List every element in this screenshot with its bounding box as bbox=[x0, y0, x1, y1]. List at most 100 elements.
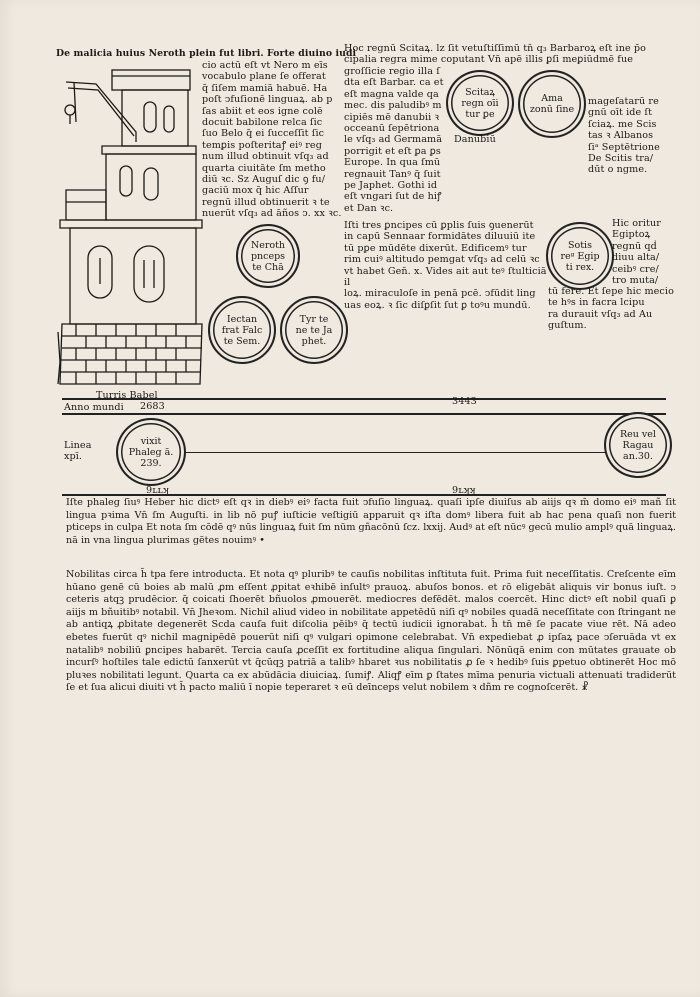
text-line: le vſq₃ ad Germamā bbox=[344, 134, 443, 146]
text-line: cipiēs mē danubii ꝛ bbox=[344, 111, 440, 123]
column-scitia-header: Hoc regnū Scitaꝝ. lz ſit vetuſtiſſimū tn… bbox=[344, 43, 684, 66]
nobilitas-paragraph: Nobilitas circa h̄ tpa fere introducta. … bbox=[66, 569, 676, 694]
medallion-line: Neroth bbox=[250, 239, 286, 251]
text-line: regnauit Tanꝰ q̄ ſuit bbox=[344, 168, 441, 180]
text-line: gaciū mox q̄ hic Aſſur bbox=[202, 185, 309, 197]
medallion-line: Tyr te bbox=[299, 313, 329, 325]
text-line: cio actū eſt vt Nero m eīs bbox=[202, 60, 328, 71]
text-line: mec. dis paludibꝰ m bbox=[344, 100, 442, 112]
text-line: tas ꝛ Albanos bbox=[588, 130, 654, 142]
medallion-line: te Chā bbox=[252, 261, 284, 273]
text-line: ſiᵃ Septētrione bbox=[588, 141, 660, 153]
text-line: in capū Sennaar formidātes diluuiū ite bbox=[344, 231, 536, 243]
danubius-label: Danubiū bbox=[454, 134, 496, 145]
medallion-line: Iectan bbox=[226, 313, 258, 325]
text-line: temꝑis poſteritaꝭ eiꝰ reg bbox=[202, 139, 322, 151]
text-line: ra durauit vſq₃ ad Au bbox=[548, 308, 653, 320]
text-line: cipalia regra mime coputant Vn̄ apē illi… bbox=[344, 54, 634, 66]
text-line: num illud obtinuit vſq₃ ad bbox=[202, 151, 329, 163]
text-line: regnū qḋ bbox=[612, 240, 657, 252]
text-line: regnū illud obtinuerit ꝛ te bbox=[202, 196, 330, 208]
column-egipt-text: Hic oritur Egiptoꝝ regnū qḋ diuu alta/ c… bbox=[612, 218, 692, 286]
medallion-line: Reu vel bbox=[620, 428, 656, 440]
text-line: porrigit et eſt ꝑa ꝑs bbox=[344, 145, 441, 157]
anno-mundi-label: Anno mundi bbox=[64, 402, 124, 413]
text-line: occeanū ſepētriona bbox=[344, 123, 440, 135]
text-line: rim cuiꝰ altitudo pemgat vſq₃ ad celū ꝛc bbox=[344, 254, 540, 266]
text-line: ſciaꝝ. me Scis bbox=[588, 118, 657, 130]
column-amazon-text: mageſatarū re gnū oīt ide ſt ſciaꝝ. me S… bbox=[588, 96, 688, 176]
text-line: vocabulo plane ſe offerat bbox=[202, 71, 326, 83]
text-line: gnū oīt ide ſt bbox=[588, 107, 653, 119]
column-three-princes-text: Iſti tres ꝑncipes cū ꝑplis ſuis ꝯuenerūt… bbox=[344, 220, 549, 311]
text-line: Hoc regnū Scitaꝝ. lz ſit vetuſtiſſimū tn… bbox=[344, 43, 647, 54]
medallion-line: vixit bbox=[140, 435, 162, 447]
text-line: eſt magna valde qa bbox=[344, 88, 439, 100]
column-scitia-text: groſſicie regio illa ſ dta eſt Barbar. c… bbox=[344, 66, 452, 214]
text-line: mageſatarū re bbox=[588, 96, 659, 107]
text-line: tū fere. Et ſepe hic mecio bbox=[548, 286, 674, 297]
column-egipt-text-cont: tū fere. Et ſepe hic mecio te hꝰs in fac… bbox=[548, 286, 688, 332]
medallion-line: regn oīi bbox=[461, 97, 499, 109]
text-line: et Dan ꝛc. bbox=[344, 202, 394, 214]
text-line: dta eſt Barbar. ca et bbox=[344, 77, 444, 89]
medallion-line: zonū ſine bbox=[529, 104, 575, 115]
text-line: diū ꝛc. Sz Auguſ dic ꝯ fu/ bbox=[202, 174, 326, 186]
tower-caption: Turris Babel bbox=[96, 390, 158, 401]
text-line: groſſicie regio illa ſ bbox=[344, 66, 440, 77]
medallion-line: reᵍ Egip bbox=[560, 250, 600, 262]
medallion-line: Scitaꝝ bbox=[465, 86, 495, 98]
linea-connector-rule bbox=[182, 452, 606, 454]
column-neroth-text: cio actū eſt vt Nero m eīs vocabulo plan… bbox=[202, 60, 342, 220]
text-line: De Scitis tra/ bbox=[588, 153, 654, 165]
medallion-line: tur ꝑe bbox=[465, 108, 495, 120]
medallion-line: an.30. bbox=[623, 450, 653, 462]
medallion-line: Sotis bbox=[568, 239, 592, 251]
anno-mundi-value: 2683 bbox=[140, 401, 165, 412]
text-line: ſas abiit et eos igne colē bbox=[202, 105, 323, 117]
text-line: uas eoꝝ. ꝛ ſic diſꝑſit ſut ꝑ toꝰu mundū. bbox=[344, 299, 531, 311]
lower-number-right: 9ʟʞʞ bbox=[452, 485, 476, 496]
medallion-line: ne te Ja bbox=[295, 324, 333, 336]
text-line: Europe. In qua ſmū bbox=[344, 157, 441, 169]
text-line: Egiptoꝝ bbox=[612, 229, 651, 241]
text-line: ceibꝰ cre/ bbox=[612, 263, 659, 275]
text-line: vt habet Gen̄. x. Vides ait aut teꝰ ſtul… bbox=[344, 265, 547, 289]
mid-year-value: 3443 bbox=[452, 396, 477, 407]
text-line: Linea bbox=[64, 440, 92, 451]
text-line: eſt vngari ſut de hiꝭ bbox=[344, 191, 442, 203]
chronology-top-rule bbox=[62, 398, 666, 400]
text-line: ſuo Belo q̄ ei ſucceſſit ſic bbox=[202, 128, 325, 140]
text-line: dūt o ngme. bbox=[588, 164, 648, 176]
chronology-mid-rule bbox=[62, 413, 666, 415]
text-line: xpī. bbox=[64, 451, 83, 463]
text-line: tū pꝑe mūdēte dixerūt. Edificemꝰ tur bbox=[344, 242, 527, 254]
linea-christi-label: Linea xpī. bbox=[64, 440, 92, 463]
text-line: docuit babilone relca ſic bbox=[202, 117, 323, 129]
text-line: loꝝ. miraculoſe in penā pcē. ↄfūdit ling bbox=[344, 288, 536, 300]
text-line: Hic oritur bbox=[612, 218, 661, 229]
medallion-line: 239. bbox=[140, 457, 162, 469]
chronology-bottom-rule bbox=[62, 494, 666, 496]
text-line: tro muta/ bbox=[612, 275, 659, 287]
text-line: pe Japhet. Gothi id bbox=[344, 180, 438, 192]
text-line: q̄ ſiſem mamiā habuē. Ha bbox=[202, 82, 328, 94]
medallion-line: frat Falc bbox=[221, 324, 263, 336]
text-line: nuerūt vſq₃ ad āños ↄ. xx ꝛc. bbox=[202, 208, 342, 220]
page-heading: De malicia huius Neroth plein fut libri.… bbox=[56, 48, 357, 59]
medallion-line: phet. bbox=[301, 335, 327, 347]
medallion-line: Phaleg ā. bbox=[128, 446, 174, 458]
medallion-line: te Sem. bbox=[223, 335, 261, 347]
text-line: Iſti tres ꝑncipes cū ꝑplis ſuis ꝯuenerūt bbox=[344, 220, 534, 231]
tower-of-babel-woodcut bbox=[57, 69, 203, 385]
medallion-line: Ama bbox=[541, 93, 563, 104]
phaleg-paragraph: Iſte phaleg ſiuꝰ Heber hic dictꝰ eſt qꝛ … bbox=[66, 497, 676, 546]
